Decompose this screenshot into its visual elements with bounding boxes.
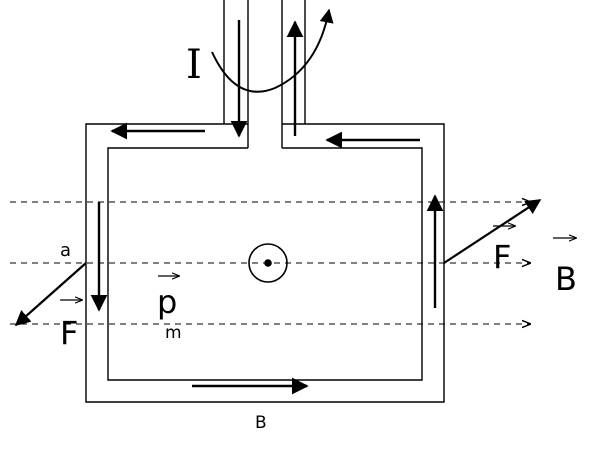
force-arrow-right [443,199,542,264]
loop-inner-outline [107,147,423,381]
force-left-label: F [60,314,78,352]
force-right-label: F [493,238,511,276]
current-arrows [90,20,444,395]
rotation-arc-arrow [211,8,334,93]
current-label: I [186,42,202,88]
force-right-label-group: F [493,226,515,276]
current-loop-frame [85,0,445,403]
field-label-group: B [553,238,577,298]
force-left-label-group: F [60,300,82,352]
bottom-b-label: B [255,413,267,433]
out-of-page-dot-icon [248,243,288,283]
magnetic-moment-label-group: p m [157,276,182,343]
field-label: B [555,260,577,298]
moment-subscript: m [165,323,182,343]
moment-label: p [157,283,177,321]
corner-a-label: a [60,240,71,261]
force-arrow-left [14,262,87,327]
